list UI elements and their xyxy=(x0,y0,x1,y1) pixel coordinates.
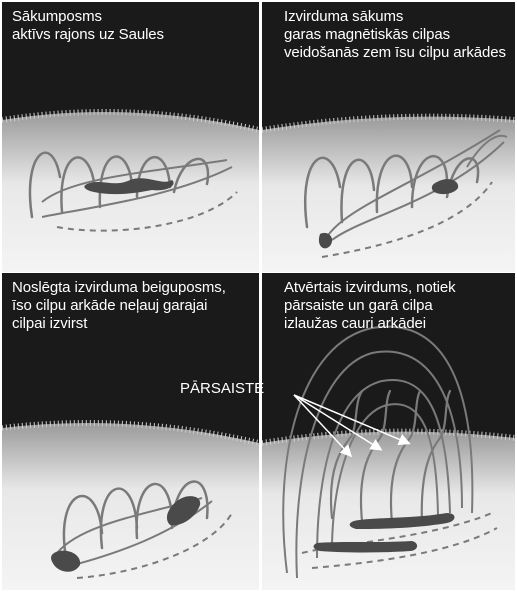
panel-initial-phase: Sākumposms aktīvs rajons uz Saules xyxy=(2,2,259,272)
caption-closed-eruption-end: Noslēgta izvirduma beiguposms, īso cilpu… xyxy=(12,279,226,333)
panel-eruption-start: Izvirduma sākums garas magnētiskās cilpa… xyxy=(262,2,515,272)
caption-line: Sākumposms xyxy=(12,8,164,26)
panel-open-eruption: Atvērtais izvirdums, notiek pārsaiste un… xyxy=(262,273,515,590)
reconnection-label: PĀRSAISTE xyxy=(180,380,264,398)
caption-line: izlaužas cauri arkādei xyxy=(284,315,456,333)
caption-line: aktīvs rajons uz Saules xyxy=(12,26,164,44)
caption-line: cilpai izvirst xyxy=(12,315,226,333)
caption-line: Atvērtais izvirdums, notiek xyxy=(284,279,456,297)
solar-surface xyxy=(262,432,515,590)
solar-surface xyxy=(262,117,515,272)
caption-line: Noslēgta izvirduma beiguposms, xyxy=(12,279,226,297)
caption-initial-phase: Sākumposms aktīvs rajons uz Saules xyxy=(12,8,164,44)
caption-eruption-start: Izvirduma sākums garas magnētiskās cilpa… xyxy=(284,8,506,62)
caption-line: garas magnētiskās cilpas xyxy=(284,26,506,44)
caption-line: īso cilpu arkāde neļauj garajai xyxy=(12,297,226,315)
flare-ribbon-lower xyxy=(314,541,418,553)
caption-line: Izvirduma sākums xyxy=(284,8,506,26)
caption-open-eruption: Atvērtais izvirdums, notiek pārsaiste un… xyxy=(284,279,456,333)
solar-surface xyxy=(2,423,259,590)
caption-line: pārsaiste un garā cilpa xyxy=(284,297,456,315)
caption-line: veidošanās zem īsu cilpu arkādes xyxy=(284,44,506,62)
panel-closed-eruption-end: Noslēgta izvirduma beiguposms, īso cilpu… xyxy=(2,273,259,590)
